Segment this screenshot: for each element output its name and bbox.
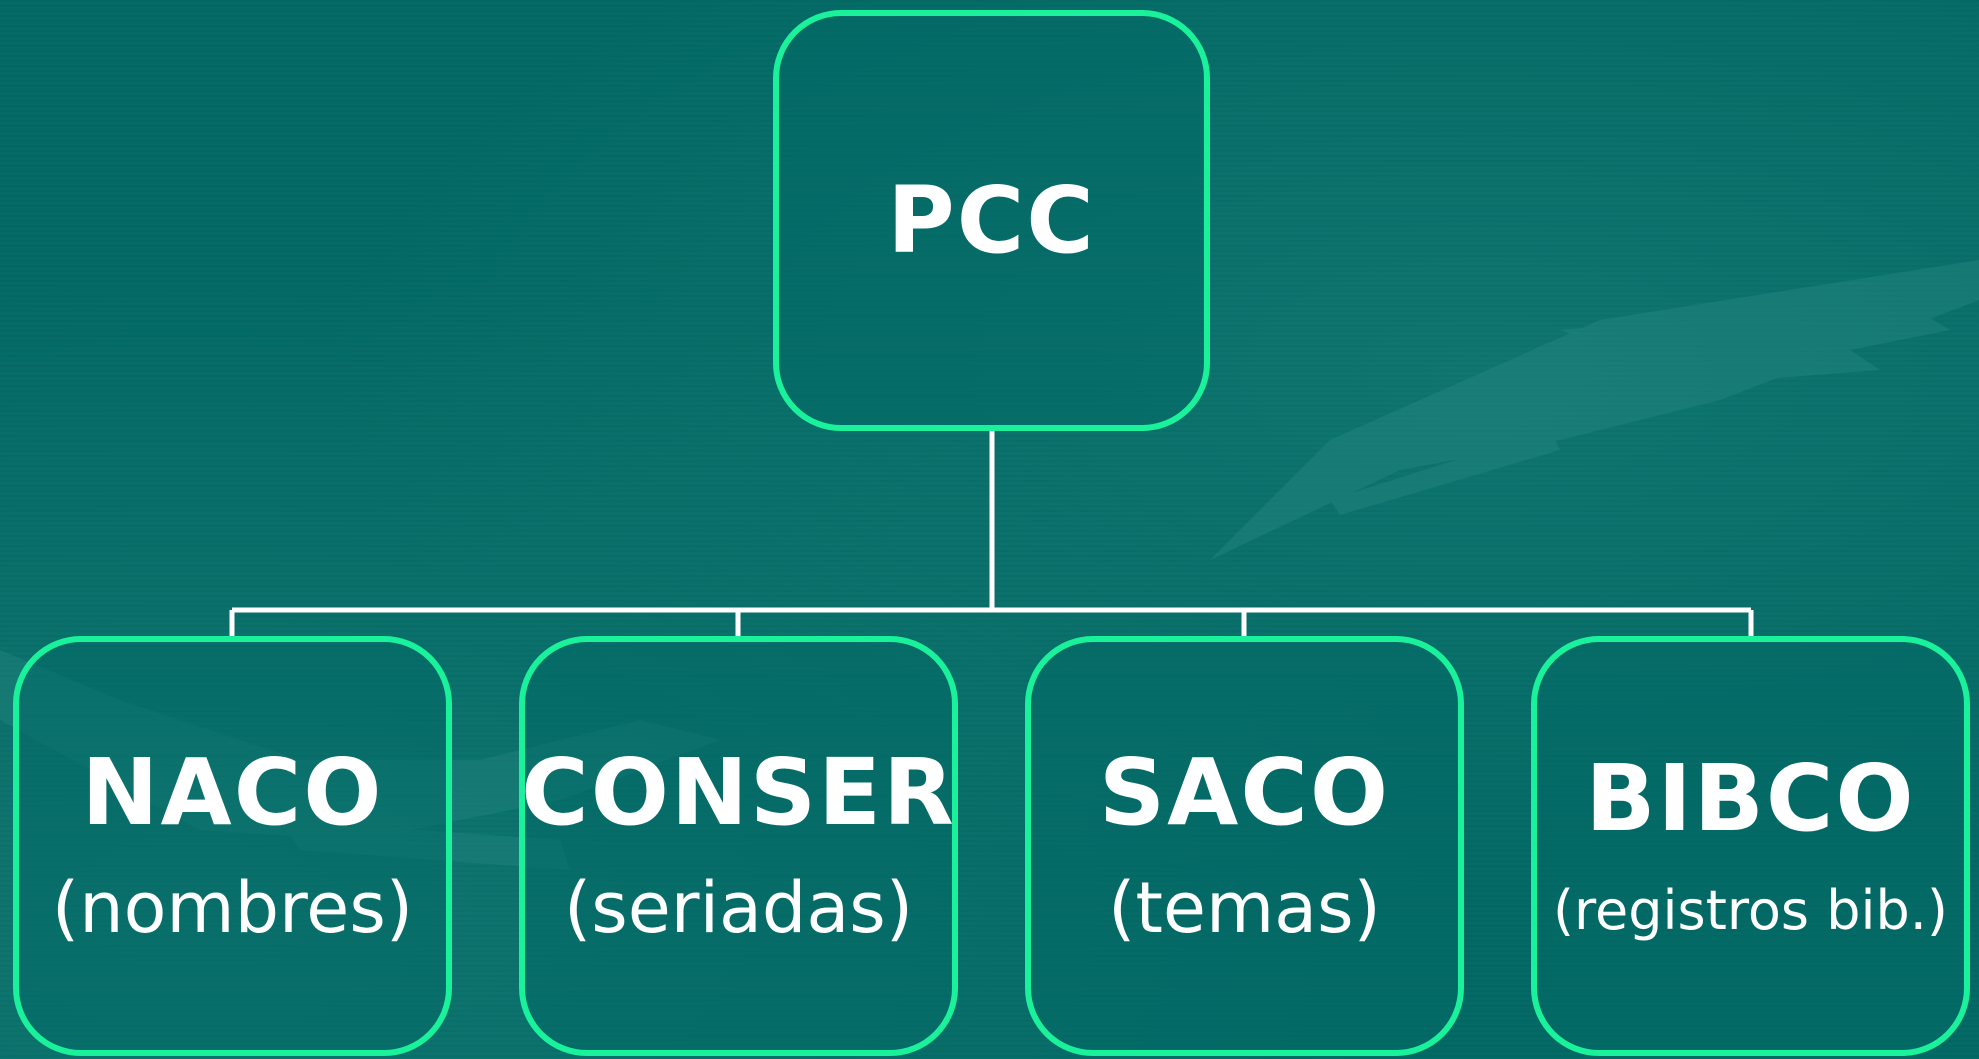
node-subtitle: (nombres) bbox=[51, 866, 414, 949]
node-subtitle: (seriadas) bbox=[563, 866, 914, 949]
node-subtitle: (temas) bbox=[1108, 866, 1381, 949]
node-bibco: BIBCO (registros bib.) bbox=[1531, 636, 1970, 1056]
node-title: NACO bbox=[81, 739, 384, 847]
node-conser: CONSER (seriadas) bbox=[519, 636, 958, 1056]
node-pcc: PCC bbox=[773, 10, 1210, 431]
node-title: SACO bbox=[1098, 739, 1391, 847]
node-title: BIBCO bbox=[1585, 745, 1916, 852]
node-title: CONSER bbox=[521, 739, 956, 847]
node-naco: NACO (nombres) bbox=[13, 636, 452, 1056]
node-title: PCC bbox=[887, 166, 1096, 274]
node-saco: SACO (temas) bbox=[1025, 636, 1464, 1056]
node-subtitle: (registros bib.) bbox=[1552, 879, 1949, 943]
